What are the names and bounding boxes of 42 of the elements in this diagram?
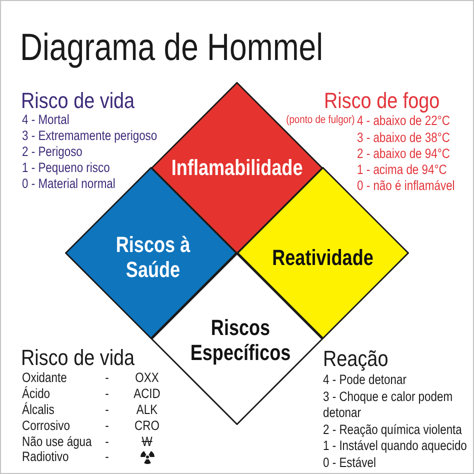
scale-item: 1 - Instável quando aquecido [323, 438, 467, 454]
hazard-name: Radiotivo [22, 449, 69, 465]
hazard-name: Álcalis [22, 402, 54, 418]
hazard-name: Oxidante [22, 370, 67, 386]
scale-item: 0 - Material normal [22, 176, 116, 192]
hazard-code: CRO [134, 418, 160, 434]
hazard-name: Não use água [22, 434, 92, 450]
diamond-label: Reatividade [272, 245, 374, 271]
scale-item: 3 - abaixo de 38°C [357, 130, 450, 146]
hazard-name: Corrosivo [22, 418, 70, 434]
diamond-label: Riscos à Saúde [114, 232, 192, 282]
scale-item: 0 - Estável [323, 454, 376, 470]
note-text: (ponto de fulgor) [286, 114, 355, 126]
scale-item: 2 - Reação química violenta [323, 422, 462, 438]
scale-item: 2 - Perigoso [22, 144, 82, 160]
section-heading: Reação [323, 346, 388, 372]
title: Diagrama de Hommel [20, 26, 324, 71]
hazard-name: Ácido [22, 386, 50, 402]
section-heading: Risco de vida [21, 88, 135, 114]
hazard-code: OXX [135, 370, 159, 386]
separator-dash: - [105, 386, 109, 402]
scale-item: 4 - abaixo de 22°C [357, 113, 450, 129]
section-heading: Risco de fogo [324, 88, 440, 114]
scale-item: 1 - acima de 94°C [357, 162, 447, 178]
separator-dash: - [105, 418, 109, 434]
scale-item: 3 - Choque e calor podem detonar [323, 389, 454, 422]
separator-dash: - [105, 434, 109, 450]
separator-dash: - [105, 402, 109, 418]
section-heading: Risco de vida [21, 344, 135, 370]
scale-item: 0 - não é inflamável [357, 178, 455, 194]
diamond-label: Inflamabilidade [171, 155, 303, 181]
scale-item: 2 - abaixo de 94°C [357, 146, 450, 162]
no-water-symbol: W [142, 434, 152, 450]
separator-dash: - [105, 449, 109, 465]
diamond-label: Riscos Específicos [188, 314, 292, 366]
scale-item: 4 - Pode detonar [323, 372, 406, 388]
hazard-code: ACID [134, 386, 160, 402]
scale-item: 3 - Extremamente perigoso [22, 128, 158, 144]
hazard-code: ALK [136, 402, 158, 418]
separator-dash: - [105, 370, 109, 386]
scale-item: 4 - Mortal [22, 112, 70, 128]
scale-item: 1 - Pequeno risco [22, 160, 110, 176]
